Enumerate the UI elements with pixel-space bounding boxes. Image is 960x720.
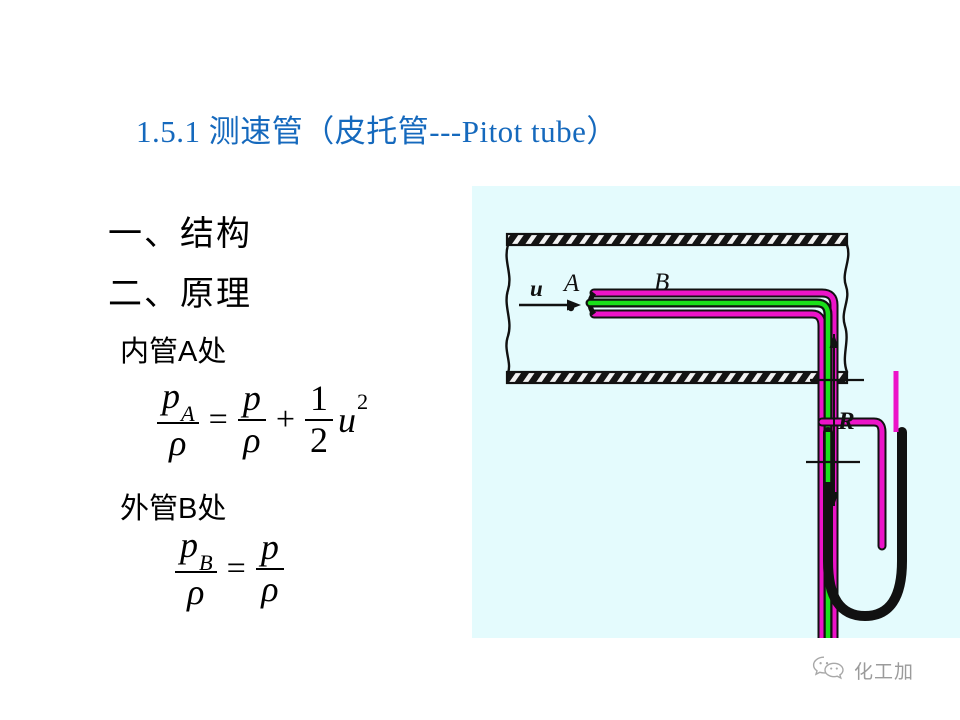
pipe-wall-top: [505, 232, 849, 247]
fraction-denominator: ρ: [243, 420, 261, 461]
outline-item-structure: 一、结构: [108, 215, 252, 253]
equals-sign: =: [226, 550, 246, 588]
subheading-inner-tube-a: 内管A处: [120, 336, 227, 368]
fraction-numerator: pB: [175, 525, 217, 574]
watermark-text: 化工加: [854, 662, 915, 683]
point-a-marker: [567, 304, 575, 312]
fraction-denominator: ρ: [169, 422, 187, 463]
fraction-one-half: 1 2: [305, 378, 334, 461]
manometer-u-tube: [823, 427, 907, 621]
label-point-b: B: [654, 269, 669, 296]
pitot-inner-tube: [585, 298, 833, 638]
fraction-numerator: pA: [157, 376, 199, 425]
manometer-reading-dimension: [806, 334, 864, 506]
fraction-denominator: 2: [310, 420, 329, 461]
symbol-u: u: [338, 400, 357, 441]
label-velocity-u: u: [530, 276, 543, 301]
fraction-bar: [255, 568, 284, 571]
velocity-term: u2: [338, 389, 368, 441]
fraction-p-over-rho: p ρ: [237, 378, 266, 461]
manometer-connector: [817, 417, 887, 551]
pitot-tube-figure: u A B: [472, 186, 960, 638]
fraction-numerator: p: [260, 527, 279, 568]
label-point-a: A: [562, 270, 580, 297]
formula-inner-tube-a: pA ρ = p ρ + 1 2 u2: [152, 376, 368, 463]
fraction-pb-over-rho: pB ρ: [175, 525, 217, 612]
subheading-outer-tube-b: 外管B处: [120, 493, 227, 525]
fraction-denominator: ρ: [261, 569, 279, 610]
fraction-denominator: ρ: [187, 571, 205, 612]
subscript-b: B: [199, 550, 213, 576]
fraction-pa-over-rho: pA ρ: [157, 376, 199, 463]
fraction-bar: [157, 421, 199, 424]
subscript-a: A: [181, 401, 195, 427]
watermark: 化工加: [812, 655, 914, 686]
plus-sign: +: [275, 401, 296, 439]
label-manometer-reading-r: R: [837, 408, 855, 435]
fraction-bar: [237, 419, 266, 422]
fraction-bar: [175, 570, 217, 573]
pipe-wall-bottom: [505, 370, 849, 385]
pipe-break-line-left: [505, 243, 511, 375]
fraction-numerator: p: [242, 378, 261, 419]
fraction-numerator: 1: [310, 378, 329, 419]
exponent-two: 2: [357, 389, 369, 415]
page-title: 1.5.1 测速管（皮托管---Pitot tube）: [136, 114, 618, 149]
fraction-bar: [305, 419, 334, 422]
symbol-p: p: [180, 525, 198, 565]
pitot-outer-tube: [587, 288, 839, 638]
symbol-p: p: [162, 376, 180, 416]
fraction-p-over-rho: p ρ: [255, 527, 284, 610]
pipe-break-line-right: [842, 243, 850, 374]
equals-sign: =: [208, 401, 228, 439]
wechat-icon: [812, 655, 846, 686]
formula-outer-tube-b: pB ρ = p ρ: [170, 525, 289, 612]
outline-item-principle: 二、原理: [108, 275, 252, 313]
